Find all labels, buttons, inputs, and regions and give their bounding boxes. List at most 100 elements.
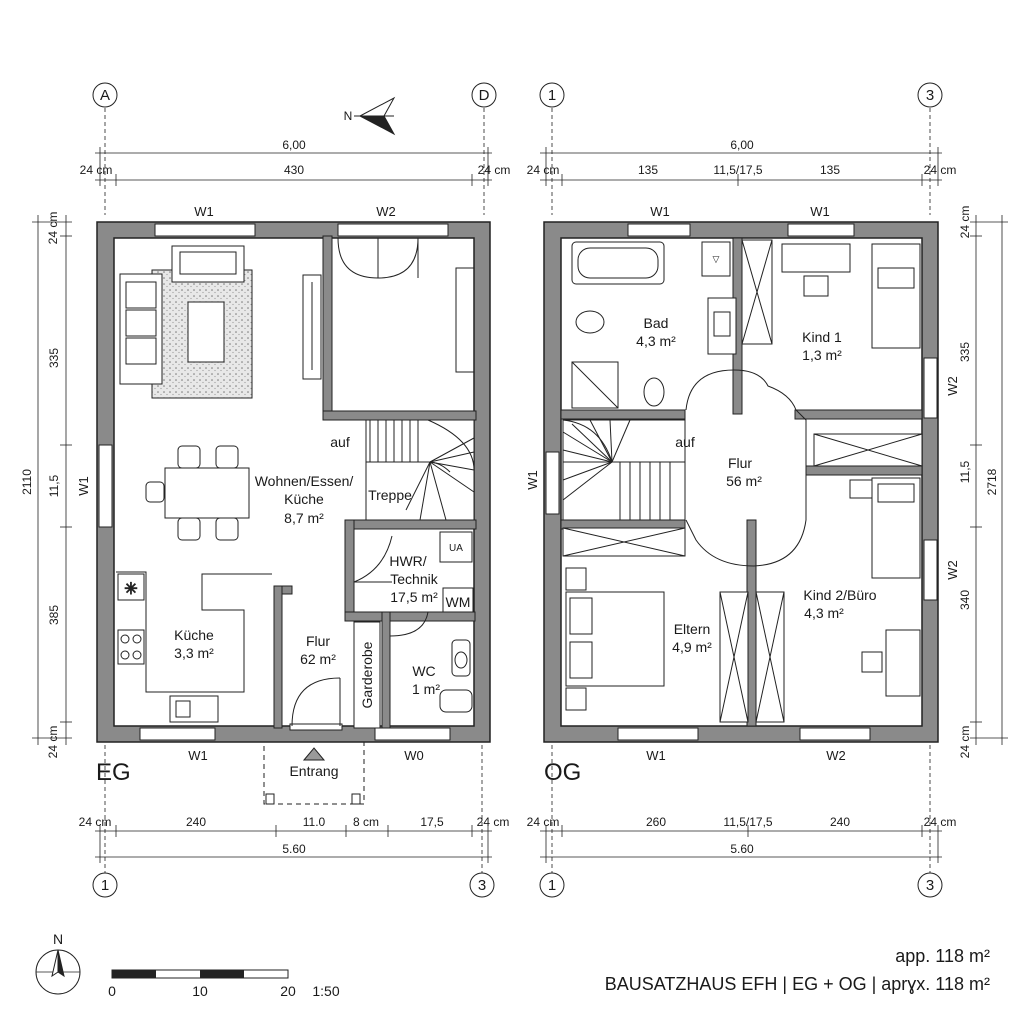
eg-stairs-auf-label: auf bbox=[330, 434, 350, 450]
og-eltern-bed bbox=[565, 567, 665, 711]
area-note: app. 118 m² bbox=[895, 946, 990, 966]
og-dim-right-bottom: 24 cm bbox=[958, 726, 972, 759]
og-dim-top-a: 135 bbox=[638, 163, 658, 177]
eg-outer-walls bbox=[96, 221, 491, 743]
eg-wohnen-area: 8,7 m² bbox=[284, 510, 324, 526]
eg-window-top-left: W1 bbox=[194, 204, 214, 219]
og-dim-top-right: 24 cm bbox=[924, 163, 957, 177]
eg-wc-fixtures bbox=[389, 611, 473, 713]
og-dim-top-total: 6,00 bbox=[730, 138, 754, 152]
og-dim-bottom-d: 240 bbox=[830, 815, 850, 829]
og-dim-bottom-e: 24 cm bbox=[924, 815, 957, 829]
north-arrow-top: N bbox=[344, 96, 396, 136]
og-stairs-auf-label: auf bbox=[675, 434, 695, 450]
eg-dim-bottom-e: 17,5 bbox=[420, 815, 444, 829]
eg-window-bottom-left: W1 bbox=[188, 748, 208, 763]
og-dim-top-b: 11,5/17,5 bbox=[713, 163, 762, 177]
og-window-top-right: W1 bbox=[810, 204, 830, 219]
eg-dim-top-middle: 430 bbox=[284, 163, 304, 177]
eg-wohnen-name: Wohnen/Essen/ bbox=[255, 473, 354, 489]
og-dim-right-total: 2718 bbox=[985, 468, 999, 495]
eg-entrance-label: Entrang bbox=[289, 763, 338, 779]
og-flur-hall bbox=[685, 369, 807, 567]
og-kind2-furniture bbox=[849, 477, 921, 697]
eg-dim-top-right: 24 cm bbox=[478, 163, 511, 177]
scale-bar: 0 10 20 1:50 bbox=[108, 969, 340, 999]
eg-dim-bottom-b: 240 bbox=[186, 815, 206, 829]
eg-window-top-right: W2 bbox=[376, 204, 396, 219]
eg-interior-walls bbox=[273, 235, 477, 729]
scale-ten: 10 bbox=[192, 983, 208, 999]
scale-zero: 0 bbox=[108, 983, 116, 999]
og-floor-label: OG bbox=[544, 759, 581, 786]
eg-dim-top-left: 24 cm bbox=[80, 163, 113, 177]
eg-grid-label-3: 3 bbox=[478, 877, 486, 894]
og-window-bottom-left: W1 bbox=[646, 748, 666, 763]
og-kind1-furniture bbox=[781, 243, 921, 349]
og-outer-walls bbox=[543, 221, 939, 743]
og-kind1-name: Kind 1 bbox=[802, 329, 842, 345]
eg-wc-name: WC bbox=[412, 663, 435, 679]
eg-dim-top-total: 6,00 bbox=[282, 138, 306, 152]
og-bad-name: Bad bbox=[644, 315, 669, 331]
scale-twenty: 20 bbox=[280, 983, 296, 999]
og-flur-name: Flur bbox=[728, 455, 752, 471]
eg-grid-label-a: A bbox=[100, 87, 110, 104]
eg-dim-bottom-c: 11.0 bbox=[303, 815, 326, 829]
svg-text:✳: ✳ bbox=[124, 581, 137, 598]
drawing-title: BAUSATZHAUS EFH | EG + OG | aprɣx. 118 m… bbox=[605, 974, 990, 994]
og-window-top-left: W1 bbox=[650, 204, 670, 219]
eg-dim-bottom-total: 5.60 bbox=[282, 842, 306, 856]
eg-grid-label-1: 1 bbox=[101, 877, 109, 894]
og-window-left: W1 bbox=[525, 470, 540, 490]
eg-hwr-box-label: UA bbox=[449, 543, 463, 554]
eg-floor-label: EG bbox=[96, 759, 131, 786]
og-dim-right-b: 11,5 bbox=[958, 460, 972, 483]
og-bad-fixtures bbox=[571, 241, 737, 409]
og-kind2-name: Kind 2/Büro bbox=[803, 587, 876, 603]
og-grid-label-1-top: 1 bbox=[548, 87, 556, 104]
eg-dim-bottom-a: 24 cm bbox=[79, 815, 112, 829]
eg-plan: A D 1 3 6,00 24 cm 430 24 cm 24 cm bbox=[20, 82, 511, 898]
eg-wohnen-name2: Küche bbox=[284, 491, 324, 507]
og-kind1-area: 1,3 m² bbox=[802, 347, 842, 363]
og-bad-area: 4,3 m² bbox=[636, 333, 676, 349]
og-dim-top-left: 24 cm bbox=[527, 163, 560, 177]
eg-sofa bbox=[119, 245, 253, 399]
north-arrow-bottom: N bbox=[35, 931, 81, 995]
og-dim-bottom-c: 11,5/17,5 bbox=[723, 815, 772, 829]
eg-kitchen: ✳ bbox=[116, 571, 272, 723]
eg-flur-area: 62 m² bbox=[300, 651, 336, 667]
og-grid-label-1-bottom: 1 bbox=[548, 877, 556, 894]
og-eltern-name: Eltern bbox=[674, 621, 711, 637]
eg-hwr-name: HWR/ bbox=[389, 553, 426, 569]
og-plan: 1 3 1 3 6,00 24 cm 135 11,5/17,5 135 24 … bbox=[525, 82, 1008, 898]
og-dim-bottom-total: 5.60 bbox=[730, 842, 754, 856]
og-eltern-area: 4,9 m² bbox=[672, 639, 712, 655]
eg-entrance-door bbox=[263, 677, 365, 805]
eg-garderobe-label: Garderobe bbox=[359, 641, 375, 708]
north-arrow-bottom-label: N bbox=[53, 931, 63, 947]
eg-hwr-equipment bbox=[353, 531, 474, 613]
og-window-right-top: W2 bbox=[945, 376, 960, 396]
og-dim-right-c: 340 bbox=[958, 590, 972, 610]
og-window-right-bottom: W2 bbox=[945, 560, 960, 580]
north-arrow-top-label: N bbox=[344, 109, 353, 123]
eg-dim-left-total: 2110 bbox=[20, 469, 34, 495]
eg-kueche-name: Küche bbox=[174, 627, 214, 643]
og-dim-right-top: 24 cm bbox=[958, 206, 972, 239]
eg-flur-name: Flur bbox=[306, 633, 330, 649]
og-flur-area: 56 m² bbox=[726, 473, 762, 489]
og-stairs bbox=[562, 419, 686, 521]
eg-dim-bottom-f: 24 cm bbox=[477, 815, 510, 829]
eg-grid-label-d: D bbox=[479, 87, 490, 104]
eg-stairs bbox=[365, 419, 475, 521]
eg-hwr-area: 17,5 m² bbox=[390, 589, 438, 605]
og-dim-right-a: 335 bbox=[958, 342, 972, 362]
og-dim-bottom-b: 260 bbox=[646, 815, 666, 829]
og-window-bottom-right: W2 bbox=[826, 748, 846, 763]
eg-dim-left-b: 11,5 bbox=[47, 474, 61, 497]
og-grid-label-3-bottom: 3 bbox=[926, 877, 934, 894]
og-dim-top-c: 135 bbox=[820, 163, 840, 177]
